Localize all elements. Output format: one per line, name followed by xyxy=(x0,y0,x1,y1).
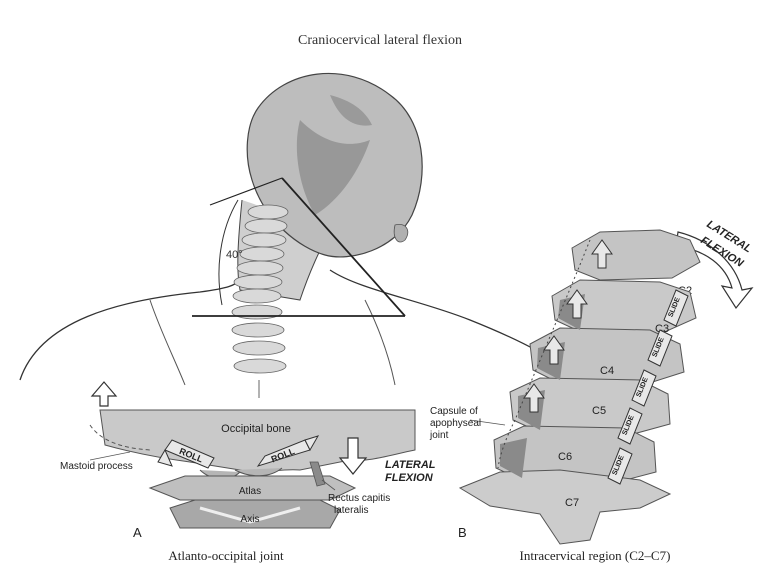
panel-a: Occipital bone Mastoid process ROLL ROLL… xyxy=(60,382,436,563)
vertebra-c7: C7 xyxy=(460,470,670,544)
panel-a-caption: Atlanto-occipital joint xyxy=(168,548,284,563)
mastoid-process-label: Mastoid process xyxy=(60,461,133,472)
lateralis-label: lateralis xyxy=(334,505,368,516)
lateral-label-a: LATERAL xyxy=(385,459,436,471)
capsule-label-line2: apophyseal xyxy=(430,418,481,429)
svg-text:C7: C7 xyxy=(565,497,579,509)
svg-text:C6: C6 xyxy=(558,451,572,463)
panel-b-letter: B xyxy=(458,525,467,540)
head-neck-illustration: 40° xyxy=(20,73,585,398)
atlas-label: Atlas xyxy=(239,486,261,497)
occipital-bone xyxy=(100,410,415,472)
up-arrow-icon xyxy=(92,382,116,406)
svg-text:C4: C4 xyxy=(600,365,614,377)
figure-title: Craniocervical lateral flexion xyxy=(298,33,462,48)
capsule-label-line1: Capsule of xyxy=(430,406,478,417)
panel-b: LATERAL FLEXION C2 C3 C4 C5 C6 C7 xyxy=(429,218,754,563)
svg-text:C5: C5 xyxy=(592,405,606,417)
angle-label: 40° xyxy=(226,249,243,261)
axis-label: Axis xyxy=(241,514,260,525)
capsule-label-line3: joint xyxy=(429,430,449,441)
occipital-bone-label: Occipital bone xyxy=(221,423,291,435)
rectus-capitis-label: Rectus capitis xyxy=(328,493,390,504)
panel-b-caption: Intracervical region (C2–C7) xyxy=(520,548,671,563)
flexion-label-a: FLEXION xyxy=(385,472,434,484)
panel-a-letter: A xyxy=(133,525,142,540)
